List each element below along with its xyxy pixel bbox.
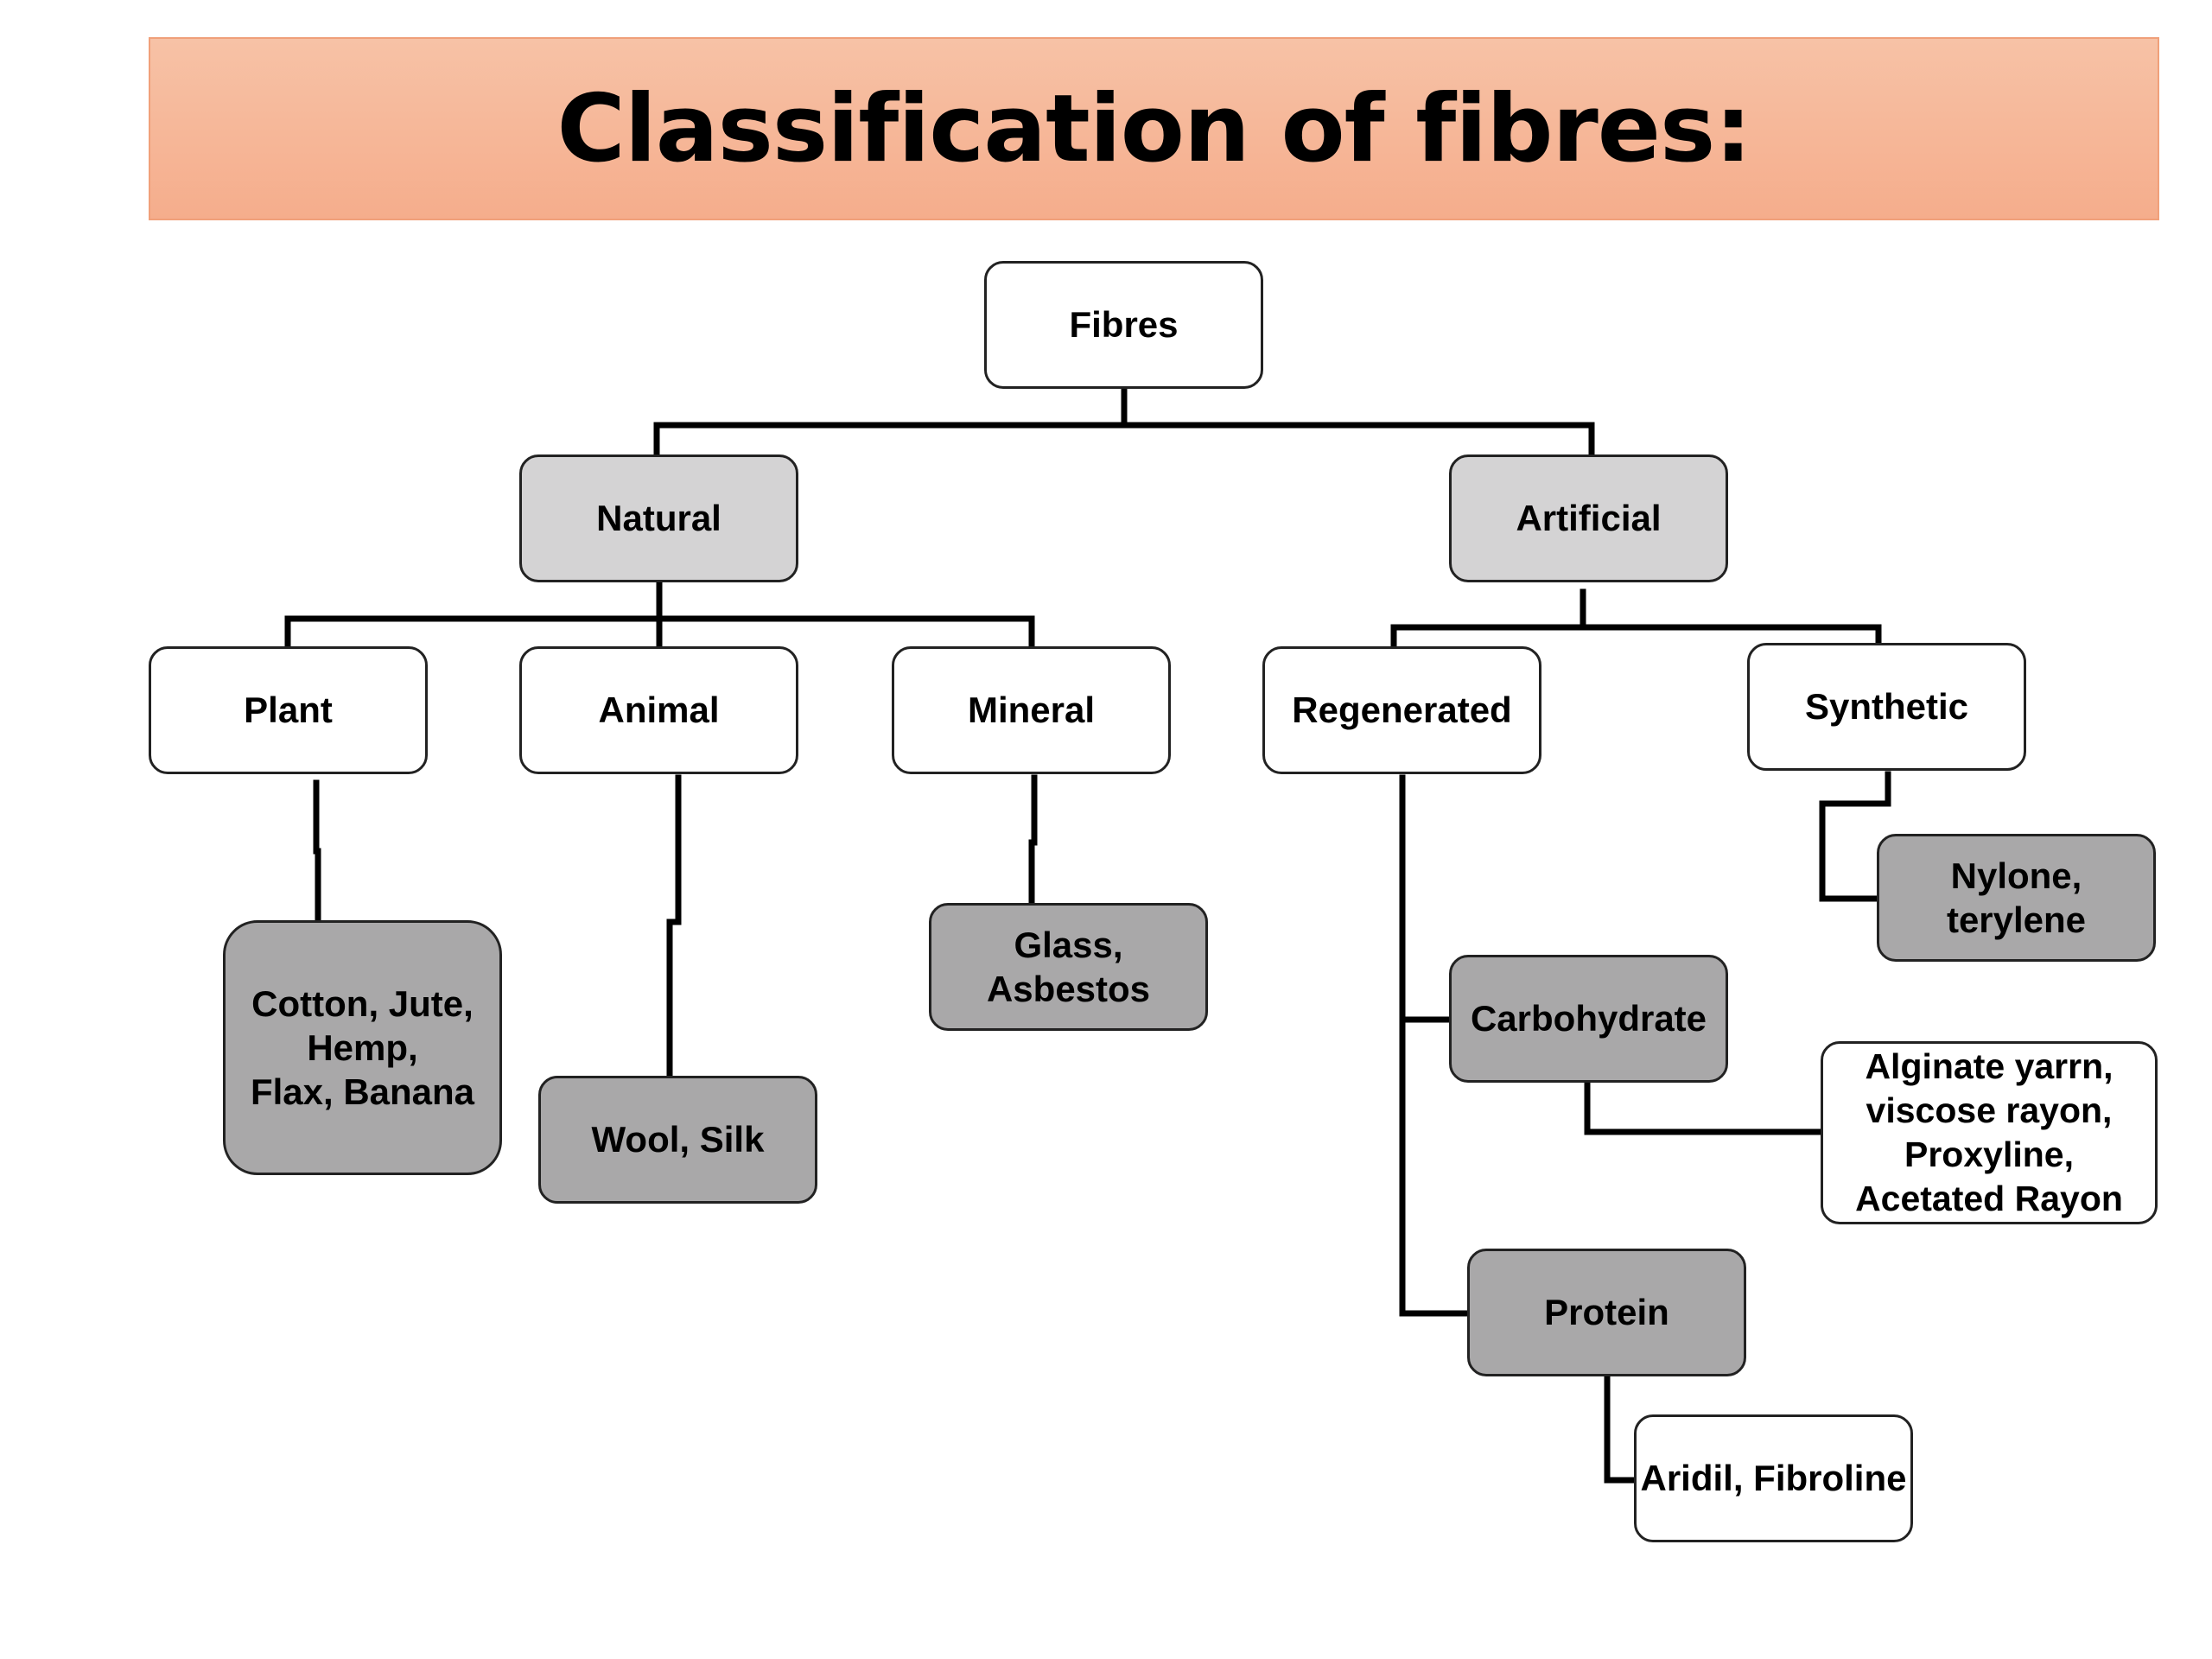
node-artificial: Artificial (1449, 454, 1728, 582)
connector-fibres (653, 385, 1595, 460)
node-carbohydrate-examples: Alginate yarrn, viscose rayon, Proxyline… (1821, 1041, 2158, 1224)
node-protein: Protein (1467, 1249, 1746, 1376)
node-synthetic: Synthetic (1747, 643, 2026, 771)
connector-natural (284, 580, 1035, 652)
node-natural: Natural (519, 454, 798, 582)
node-synthetic-examples: Nylone, terylene (1877, 834, 2156, 962)
connector-mineral (1028, 774, 1038, 909)
node-regenerated: Regenerated (1262, 646, 1541, 774)
node-protein-examples: Aridil, Fibroline (1634, 1414, 1913, 1542)
node-mineral: Mineral (892, 646, 1171, 774)
node-plant: Plant (149, 646, 428, 774)
node-mineral-examples: Glass, Asbestos (929, 903, 1208, 1031)
node-animal-examples: Wool, Silk (538, 1076, 817, 1204)
title-banner: Classification of fibres: (149, 37, 2159, 220)
connector-synthetic (1819, 771, 1891, 902)
page-title: Classification of fibres: (556, 74, 1751, 183)
node-carbohydrate: Carbohydrate (1449, 955, 1728, 1083)
node-animal: Animal (519, 646, 798, 774)
connector-carbohydrate (1584, 1081, 1825, 1135)
connector-plant (313, 779, 321, 924)
connector-artificial (1390, 588, 1882, 652)
node-plant-examples: Cotton, Jute, Hemp, Flax, Banana (223, 920, 502, 1175)
node-fibres: Fibres (984, 261, 1263, 389)
connector-regenerated (1399, 774, 1471, 1317)
connector-animal (666, 774, 682, 1080)
connector-protein (1604, 1375, 1639, 1484)
